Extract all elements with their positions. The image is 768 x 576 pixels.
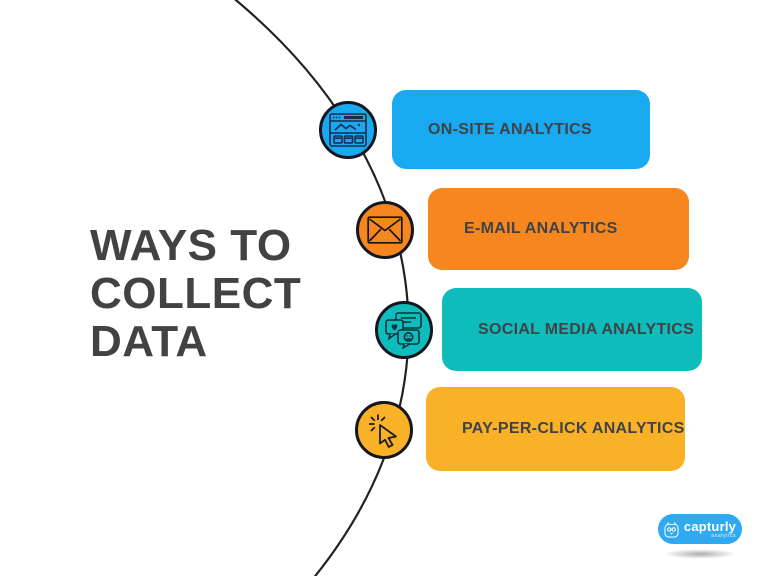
social-bubbles-icon xyxy=(375,301,433,359)
cursor-click-icon xyxy=(355,401,413,459)
page-title-line3: DATA xyxy=(90,317,208,366)
bar-social-media-analytics: SOCIAL MEDIA ANALYTICS xyxy=(442,288,702,371)
page-title-line2: COLLECT xyxy=(90,269,302,318)
logo-shadow xyxy=(663,549,737,559)
logo-text: capturly analytics xyxy=(684,520,736,539)
capturly-logo: capturly analytics xyxy=(658,514,742,544)
bar-on-site-analytics: ON-SITE ANALYTICS xyxy=(392,90,650,169)
envelope-icon xyxy=(356,201,414,259)
owl-icon xyxy=(664,521,679,538)
bar-pay-per-click-analytics: PAY-PER-CLICK ANALYTICS xyxy=(426,387,685,471)
browser-analytics-glyph xyxy=(329,113,367,147)
envelope-glyph xyxy=(367,216,403,244)
browser-analytics-icon xyxy=(319,101,377,159)
page-title: WAYS TO COLLECT DATA xyxy=(90,222,301,366)
bar-label: ON-SITE ANALYTICS xyxy=(428,120,592,138)
bar-email-analytics: E-MAIL ANALYTICS xyxy=(428,188,689,270)
bar-label: SOCIAL MEDIA ANALYTICS xyxy=(478,320,695,338)
page-title-line1: WAYS TO xyxy=(90,221,292,270)
bar-label: PAY-PER-CLICK ANALYTICS xyxy=(462,420,685,437)
logo-brand: capturly xyxy=(683,518,737,534)
logo-tagline: analytics xyxy=(711,532,737,539)
social-bubbles-glyph xyxy=(385,312,422,349)
cursor-click-glyph xyxy=(369,414,397,448)
bar-label: E-MAIL ANALYTICS xyxy=(464,220,618,237)
